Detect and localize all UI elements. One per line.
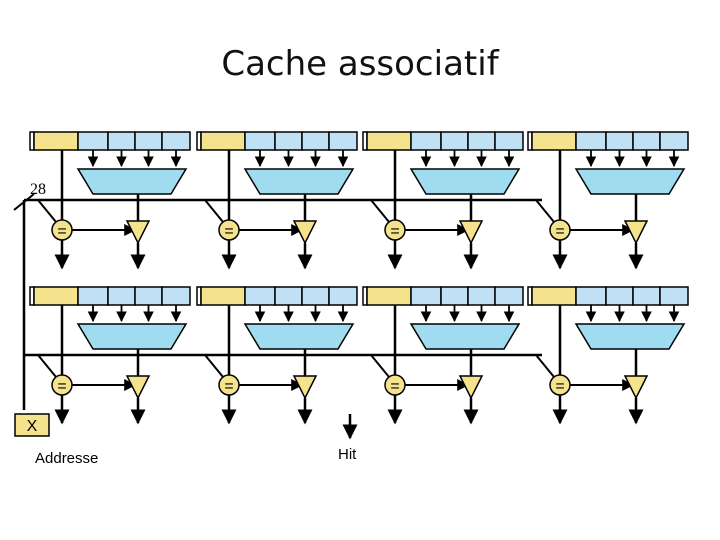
comparator-symbol: = (224, 378, 233, 395)
data-word-cell (161, 286, 191, 306)
address-label: Addresse (35, 450, 98, 467)
data-word-cell (77, 131, 109, 151)
tag-cell (200, 286, 246, 306)
bus-tap-wire (370, 354, 390, 378)
slide-title: Cache associatif (221, 44, 499, 84)
comparator-symbol: = (390, 378, 399, 395)
data-word-cell (659, 286, 689, 306)
data-word-cell (605, 131, 634, 151)
comparator-symbol: = (57, 223, 66, 240)
data-word-cell (244, 131, 276, 151)
comparator-symbol: = (57, 378, 66, 395)
cache-line-block: = (196, 131, 358, 270)
bus-tap-wire (37, 354, 57, 378)
tag-cell (366, 286, 412, 306)
data-word-cell (107, 286, 136, 306)
data-word-cell (494, 131, 524, 151)
data-word-cell (301, 286, 330, 306)
address-register-label: X (27, 418, 38, 435)
multiplexer (574, 168, 686, 195)
data-word-cell (575, 131, 607, 151)
address-register: X (14, 413, 50, 437)
cache-line-block: = (527, 286, 689, 425)
tag-cell (531, 131, 577, 151)
tag-cell (33, 131, 79, 151)
data-word-cell (328, 131, 358, 151)
cache-line-block: = (29, 286, 191, 425)
tristate-driver (623, 375, 649, 400)
bus-width-slash (13, 193, 35, 211)
data-word-cell (632, 131, 661, 151)
bus-tap-wire (535, 354, 555, 378)
tristate-driver (125, 220, 151, 245)
data-word-cell (494, 286, 524, 306)
data-word-cell (440, 131, 469, 151)
data-word-cell (274, 131, 303, 151)
cache-line-block: = (196, 286, 358, 425)
cache-line-block: = (29, 131, 191, 270)
data-word-cell (605, 286, 634, 306)
tag-cell (366, 131, 412, 151)
cache-line-block: = (362, 131, 524, 270)
comparator-symbol: = (390, 223, 399, 240)
data-word-cell (134, 131, 163, 151)
data-word-cell (440, 286, 469, 306)
data-word-cell (632, 286, 661, 306)
multiplexer (574, 323, 686, 350)
data-word-cell (107, 131, 136, 151)
multiplexer (243, 323, 355, 350)
comparator-symbol: = (224, 223, 233, 240)
data-word-cell (659, 131, 689, 151)
bus-tap-wire (370, 199, 390, 223)
tristate-driver (458, 220, 484, 245)
data-word-cell (328, 286, 358, 306)
hit-label: Hit (338, 446, 357, 463)
bus-tap-wire (37, 199, 57, 223)
bus-tap-wire (535, 199, 555, 223)
multiplexer (409, 168, 521, 195)
cache-line-block: = (527, 131, 689, 270)
cache-line-block: = (362, 286, 524, 425)
data-word-cell (575, 286, 607, 306)
multiplexer (76, 323, 188, 350)
bus-width-label: 28 (30, 181, 46, 198)
tag-cell (200, 131, 246, 151)
data-word-cell (77, 286, 109, 306)
tristate-driver (458, 375, 484, 400)
tag-cell (33, 286, 79, 306)
data-word-cell (274, 286, 303, 306)
data-word-cell (467, 286, 496, 306)
tristate-driver (125, 375, 151, 400)
multiplexer (409, 323, 521, 350)
tag-cell (531, 286, 577, 306)
bus-tap-wire (204, 199, 224, 223)
tristate-driver (292, 375, 318, 400)
multiplexer (76, 168, 188, 195)
comparator-symbol: = (555, 378, 564, 395)
data-word-cell (134, 286, 163, 306)
data-word-cell (161, 131, 191, 151)
data-word-cell (244, 286, 276, 306)
address-bus (22, 198, 542, 410)
bus-tap-wire (204, 354, 224, 378)
tristate-driver (623, 220, 649, 245)
multiplexer (243, 168, 355, 195)
comparator-symbol: = (555, 223, 564, 240)
data-word-cell (467, 131, 496, 151)
data-word-cell (301, 131, 330, 151)
tristate-driver (292, 220, 318, 245)
data-word-cell (410, 131, 442, 151)
cache-blocks: = = = = = = = = (29, 131, 689, 425)
data-word-cell (410, 286, 442, 306)
